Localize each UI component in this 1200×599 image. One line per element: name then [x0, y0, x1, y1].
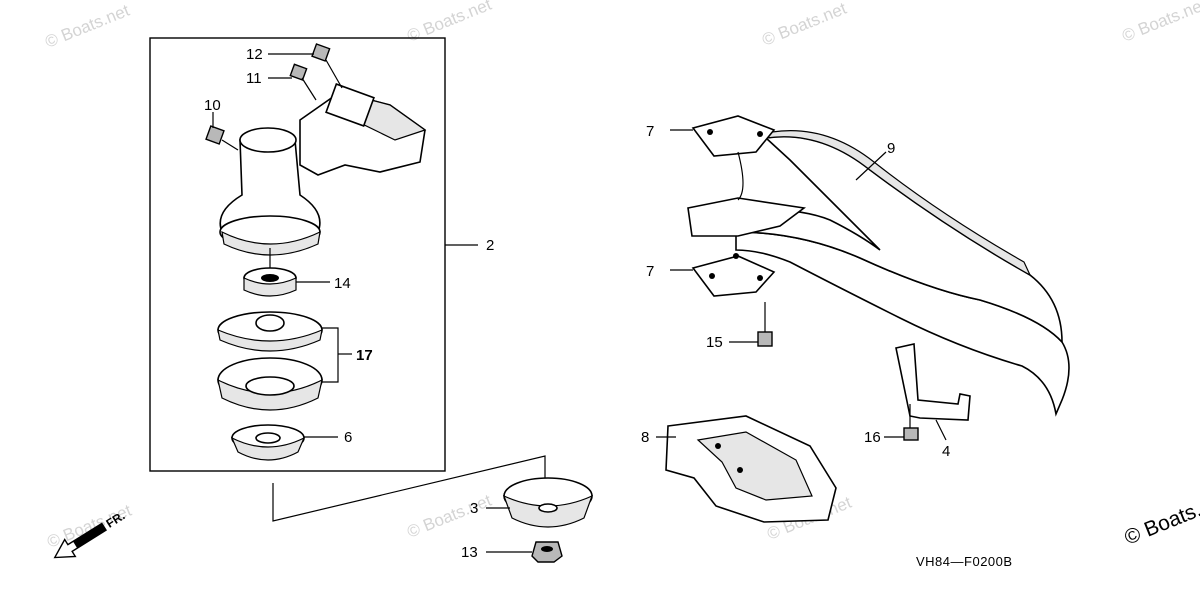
callout-10: 10 [204, 97, 221, 114]
gear-case [219, 83, 427, 268]
watermark: © Boats.net [42, 1, 132, 52]
protector-cover-3 [486, 477, 594, 528]
bolt-12 [311, 43, 343, 89]
watermark: © Boats.net [404, 0, 494, 46]
callout-17: 17 [356, 347, 373, 364]
callout-9: 9 [887, 140, 895, 157]
callout-8: 8 [641, 429, 649, 446]
callout-11: 11 [246, 70, 262, 87]
gear-case-assembly [149, 37, 478, 472]
plate-8 [656, 415, 837, 523]
bolt-10 [205, 125, 239, 151]
callout-4: 4 [942, 443, 950, 460]
cup-6 [230, 424, 338, 461]
bolt-11 [289, 63, 317, 101]
callout-7-bottom: 7 [646, 263, 654, 280]
callouts: 2 3 4 6 7 7 8 9 10 11 12 13 14 15 16 17 [204, 46, 950, 561]
callout-13: 13 [461, 544, 478, 561]
diagram-code: VH84—F0200B [916, 554, 1013, 569]
callout-16: 16 [864, 429, 881, 446]
nut-13 [486, 541, 563, 563]
callout-2: 2 [486, 237, 494, 254]
callout-15: 15 [706, 334, 723, 351]
bolt-15 [729, 302, 773, 347]
blade-guard-9 [670, 115, 1070, 417]
watermark: © Boats.net [759, 0, 849, 50]
connector-line [272, 455, 546, 522]
washer-14 [243, 267, 297, 297]
callout-6: 6 [344, 429, 352, 446]
assembly-frame [149, 37, 446, 472]
holder-set-17 [217, 311, 352, 411]
screw-16 [884, 404, 919, 441]
watermark: © Boats.net [404, 491, 494, 542]
stay-4 [895, 343, 971, 441]
watermark: © Boats.net [1119, 0, 1200, 46]
callout-3: 3 [470, 500, 478, 517]
watermark-large: © Boats.net [1121, 487, 1200, 550]
callout-12: 12 [246, 46, 263, 63]
watermark: © Boats.net [44, 501, 134, 552]
callout-7-top: 7 [646, 123, 654, 140]
callout-14: 14 [334, 275, 351, 292]
